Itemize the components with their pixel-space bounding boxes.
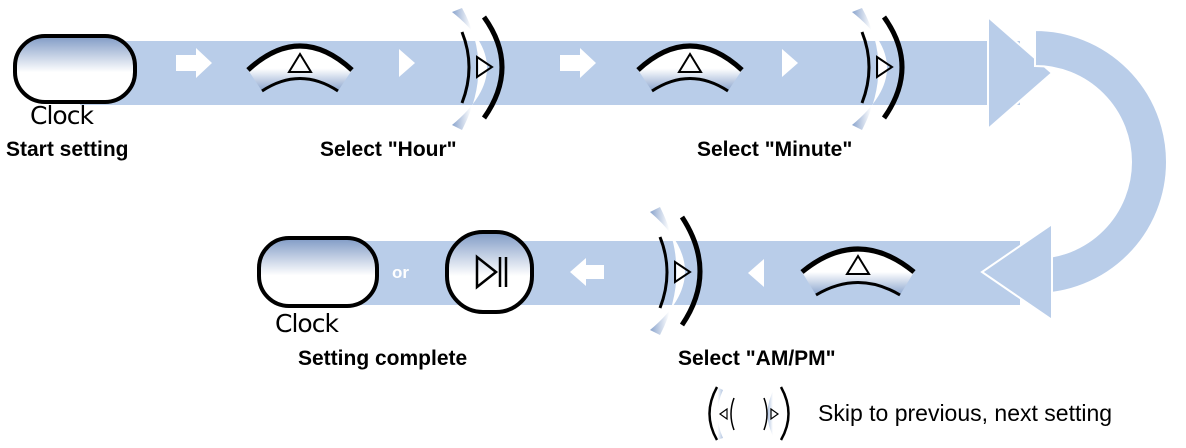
ampm-up-button[interactable] — [800, 246, 916, 297]
arrow-right-icon — [176, 48, 212, 78]
right-triangle-icon — [876, 55, 894, 79]
up-triangle-icon — [845, 254, 871, 275]
select-minute-caption: Select "Minute" — [697, 138, 853, 161]
arrow-right-icon — [782, 49, 798, 77]
select-hour-caption: Select "Hour" — [320, 138, 457, 161]
arrow-left-icon — [570, 258, 604, 286]
start-clock-button[interactable] — [13, 34, 137, 104]
arrow-right-icon — [399, 49, 415, 77]
arrow-left-icon — [748, 259, 764, 287]
arrow-right-icon — [560, 48, 596, 78]
minute-up-button[interactable] — [636, 43, 744, 93]
ampm-right-button[interactable] — [650, 207, 703, 335]
top-arrow-head — [987, 14, 1054, 132]
hour-up-button[interactable] — [246, 43, 354, 93]
select-ampm-caption: Select "AM/PM" — [678, 347, 836, 370]
right-triangle-icon — [674, 260, 692, 284]
left-triangle-icon — [718, 407, 728, 421]
play-pause-icon — [475, 254, 508, 290]
start-clock-label: Clock — [30, 101, 94, 130]
play-pause-button[interactable] — [445, 230, 534, 314]
start-setting-caption: Start setting — [6, 138, 129, 161]
u-turn-band — [1034, 28, 1168, 296]
right-triangle-icon — [476, 55, 494, 79]
setting-complete-caption: Setting complete — [298, 347, 468, 370]
flow-band — [80, 14, 1168, 322]
bottom-arrow-head — [980, 222, 1053, 322]
legend-text: Skip to previous, next setting — [818, 400, 1113, 426]
top-band — [80, 41, 1020, 105]
up-triangle-icon — [677, 52, 703, 73]
or-text: or — [392, 263, 409, 282]
hour-right-button[interactable] — [452, 8, 505, 130]
legend-skip-icon — [708, 386, 790, 441]
complete-clock-label: Clock — [275, 309, 339, 338]
up-triangle-icon — [287, 52, 313, 73]
right-triangle-icon — [770, 407, 780, 421]
complete-clock-button[interactable] — [257, 236, 379, 308]
minute-right-button[interactable] — [852, 8, 905, 130]
